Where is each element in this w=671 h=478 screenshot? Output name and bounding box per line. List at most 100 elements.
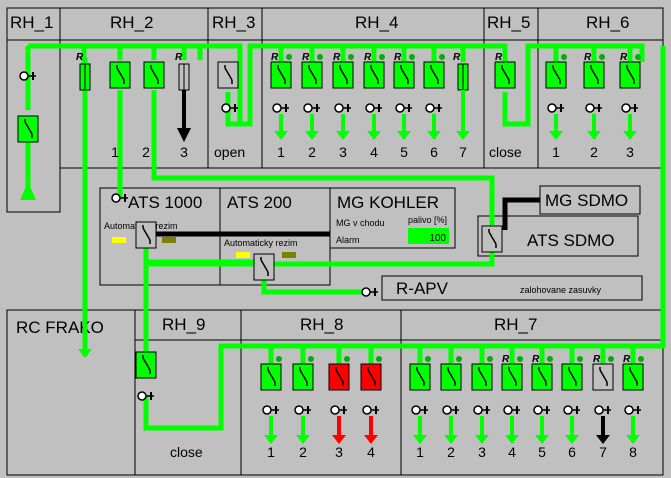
rh4-breaker-1-remote-mark: R <box>271 52 279 63</box>
mg-kohler-running-label: MG v chodu <box>336 218 385 228</box>
rh4-breaker-6[interactable] <box>423 54 445 89</box>
rh8-breaker-3[interactable] <box>328 356 350 391</box>
rh6-breaker-1[interactable] <box>545 54 567 89</box>
rh7-breaker-6-lamp <box>577 356 583 362</box>
rh2-breaker-2[interactable] <box>143 61 165 89</box>
rh7-breaker-3[interactable] <box>471 356 493 391</box>
rh1-incoming-arrow <box>20 182 36 200</box>
rh7-breaker-1[interactable] <box>409 356 431 391</box>
rh8-output-2-plug-icon <box>294 405 311 415</box>
rh8-output-2-label: 2 <box>299 444 307 460</box>
rh8-breaker-3-lamp <box>344 356 350 362</box>
rh6-breaker-2-remote-mark: R <box>584 52 592 63</box>
rh7-breaker-8[interactable]: R <box>622 354 644 391</box>
rh7-output-8-plug-icon <box>624 405 641 415</box>
ats200-switch[interactable] <box>253 253 275 281</box>
rh7-breaker-7-lamp <box>608 356 614 362</box>
ats-sdmo-label: ATS SDMO <box>527 231 615 250</box>
rh7-output-5-arrow <box>535 416 549 444</box>
rh7-breaker-2[interactable] <box>440 356 462 391</box>
rh4-breaker-6-lamp <box>439 54 445 60</box>
rh4-fuse-7-remote-mark: R <box>453 52 461 63</box>
section-label-rh2: RH_2 <box>110 13 153 32</box>
rh4-breaker-2[interactable]: R <box>301 52 323 89</box>
rh4-output-6-label: 6 <box>430 144 438 160</box>
section-label-rh8: RH_8 <box>300 315 343 334</box>
mg-kohler-fuel-label: palivo [%] <box>408 215 447 225</box>
rh4-output-6-plug-icon <box>425 103 442 113</box>
rh1-breaker[interactable] <box>17 115 39 143</box>
rcfrako-feed-arrow <box>78 300 92 358</box>
rh7-output-4-plug-icon <box>503 405 520 415</box>
rh7-output-4-label: 4 <box>508 444 516 460</box>
rh4-breaker-4[interactable]: R <box>363 52 385 89</box>
ats1000-switch[interactable] <box>135 221 157 249</box>
rh7-breaker-5[interactable]: R <box>531 354 553 391</box>
rh4-output-1-arrow <box>274 114 288 140</box>
rh4-breaker-3[interactable]: R <box>332 52 354 89</box>
rh7-breaker-5-lamp <box>547 356 553 362</box>
rh7-output-6-arrow <box>565 416 579 444</box>
rh4-breaker-4-remote-mark: R <box>364 52 372 63</box>
rh8-breaker-4[interactable] <box>360 356 382 391</box>
rh8-output-4-plug-icon <box>362 405 379 415</box>
rh7-output-8-arrow <box>626 416 640 444</box>
rh4-breaker-2-lamp <box>317 54 323 60</box>
rh6-output-1-arrow <box>549 114 563 140</box>
rh6-output-1-label: 1 <box>552 144 560 160</box>
rh4-breaker-5-lamp <box>409 54 415 60</box>
busbars <box>25 43 666 431</box>
rh4-breaker-1[interactable]: R <box>270 52 292 89</box>
section-labels: RH_1 RH_2 RH_3 RH_4 RH_5 RH_6 RC FRAKO R… <box>10 13 629 337</box>
rh7-output-5-plug-icon <box>533 405 550 415</box>
rh8-output-4-arrow <box>364 416 378 444</box>
rh7-output-1-arrow <box>413 416 427 444</box>
rh2-fuse-main[interactable] <box>79 63 91 91</box>
rh7-breaker-7[interactable]: R <box>592 354 614 391</box>
rh7-output-3-arrow <box>475 416 489 444</box>
rh4-output-3-arrow <box>336 114 350 140</box>
rh3-breaker[interactable] <box>217 61 239 89</box>
rh2-fuse-3[interactable] <box>178 63 190 91</box>
rh7-breaker-6[interactable] <box>561 356 583 391</box>
rh4-fuse-7[interactable] <box>457 63 469 91</box>
rh8-breaker-2[interactable] <box>292 356 314 391</box>
rh4-breaker-3-remote-mark: R <box>333 52 341 63</box>
mg-kohler-fuel-value: 100 <box>429 233 446 244</box>
rh6-breaker-3[interactable]: R <box>619 52 641 89</box>
rh5-breaker[interactable]: R <box>494 52 516 89</box>
rh7-output-6-plug-icon <box>563 405 580 415</box>
rh1-area <box>20 182 36 200</box>
rh9-breaker[interactable] <box>135 351 157 379</box>
rh7-breaker-4[interactable]: R <box>501 354 523 391</box>
rh4-breaker-1-lamp <box>286 54 292 60</box>
rh4-output-3-label: 3 <box>339 144 347 160</box>
rh8-output-1-label: 1 <box>267 444 275 460</box>
section-label-rh6: RH_6 <box>586 13 629 32</box>
rh8-output-1-plug-icon <box>262 405 279 415</box>
rh7-breaker-8-lamp <box>638 356 644 362</box>
rh9-plug-icon <box>137 391 154 401</box>
rh4-output-7-arrow <box>456 90 470 140</box>
rh2-breaker-1[interactable] <box>109 61 131 89</box>
section-label-rh4: RH_4 <box>355 13 398 32</box>
rh6-breaker-2[interactable]: R <box>583 52 605 89</box>
rapv-label: R-APV <box>396 279 449 298</box>
rh6-output-3-arrow <box>623 114 637 140</box>
section-label-rh1: RH_1 <box>10 13 53 32</box>
rh7-breaker-8-remote-mark: R <box>623 354 631 365</box>
rh4-output-1-label: 1 <box>277 144 285 160</box>
rh7-breaker-4-lamp <box>517 356 523 362</box>
rh3-state-label: open <box>214 144 245 160</box>
ats200-olive-lamp <box>282 252 296 258</box>
rh7-output-3-label: 3 <box>478 444 486 460</box>
rh4-breaker-5[interactable]: R <box>393 52 415 89</box>
rh7-output-7-plug-icon <box>594 405 611 415</box>
section-label-rh7: RH_7 <box>494 315 537 334</box>
rh8-breaker-1[interactable] <box>260 356 282 391</box>
ats-sdmo-switch[interactable] <box>481 225 503 253</box>
rh6-output-3-label: 3 <box>626 144 634 160</box>
